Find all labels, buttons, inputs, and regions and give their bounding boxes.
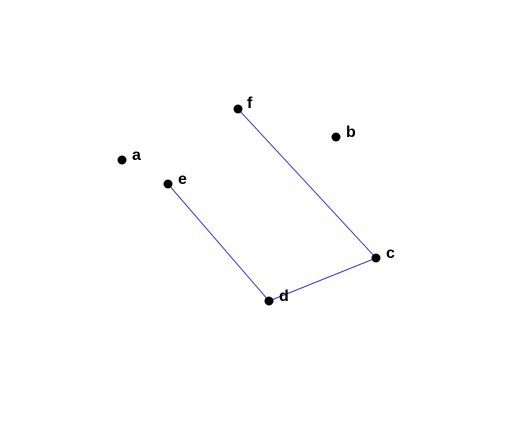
edge-c-f <box>237 108 377 259</box>
point-d <box>264 296 274 306</box>
point-label-c: c <box>386 245 395 262</box>
point-label-d: d <box>279 288 289 305</box>
point-f <box>233 104 243 114</box>
point-label-a: a <box>132 147 141 164</box>
point-c <box>371 253 381 263</box>
point-e <box>163 179 173 189</box>
point-b <box>331 132 341 142</box>
points-layer <box>117 104 381 306</box>
edge-d-c <box>268 257 377 302</box>
point-label-f: f <box>247 95 253 112</box>
point-a <box>117 155 127 165</box>
edges-layer <box>167 108 377 302</box>
edge-e-d <box>167 183 270 302</box>
point-label-b: b <box>346 124 356 141</box>
point-label-e: e <box>178 171 187 188</box>
labels-layer: a b c d e f <box>132 95 395 305</box>
